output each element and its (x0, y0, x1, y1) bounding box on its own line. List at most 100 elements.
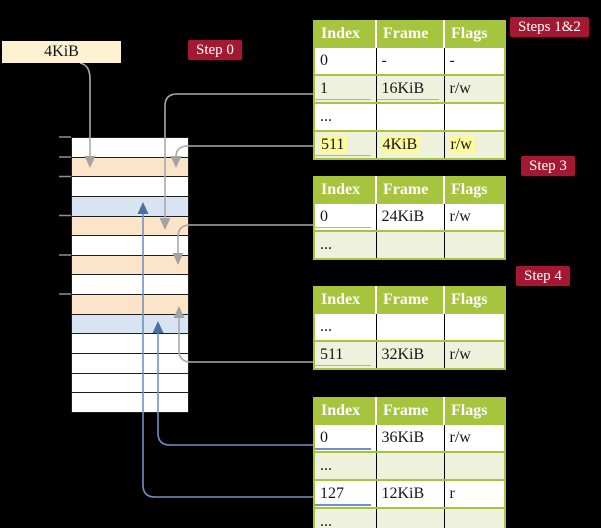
table-cell: 0 (314, 46, 377, 75)
memory-row-white (72, 275, 188, 296)
memory-row-white (72, 177, 188, 197)
table-cell: ... (314, 102, 377, 131)
step-0-badge: Step 0 (188, 40, 242, 60)
table-cell: ... (314, 451, 377, 480)
link-underline (315, 155, 371, 156)
table-cell: ... (314, 230, 377, 259)
table-cell: 24KiB (376, 202, 445, 231)
table-row: ... (314, 312, 505, 341)
arrow-table0-index511-to-memory (175, 145, 313, 158)
table-cell: 511 (314, 130, 377, 159)
memory-row-orange (72, 295, 188, 315)
memory-row-blue (72, 314, 188, 335)
table-row: 0-- (314, 46, 505, 75)
link-underline (315, 504, 371, 506)
memory-row-white (72, 393, 188, 412)
column-header: Flags (444, 21, 505, 47)
highlighted-value: 4KiB (381, 136, 421, 153)
table-cell: 32KiB (376, 340, 445, 369)
memory-row-white (72, 354, 188, 374)
table-cell: ... (314, 312, 377, 341)
table-cell: r/w (444, 202, 505, 231)
table-cell: 127 (314, 479, 377, 508)
column-header: Index (314, 287, 377, 313)
memory-row-white (72, 373, 188, 394)
table-cell: 0 (314, 202, 377, 231)
link-underline (376, 99, 439, 100)
table-cell: ... (314, 507, 377, 528)
table-cell: - (376, 46, 445, 75)
table-cell: 12KiB (376, 479, 445, 508)
table-cell: 1 (314, 74, 377, 103)
memory-ticks (59, 136, 71, 295)
table-cell (376, 507, 445, 528)
table-cell (444, 230, 505, 259)
table-cell: r/w (444, 423, 505, 452)
table-cell: - (444, 46, 505, 75)
table-cell: 16KiB (376, 74, 445, 103)
arrow-table1-index0-to-memory (177, 224, 313, 253)
table-cell (376, 102, 445, 131)
memory-row-orange (72, 157, 188, 178)
steps-1-2-badge: Steps 1&2 (510, 17, 589, 37)
memory-row-orange (72, 255, 188, 276)
link-underline (315, 448, 371, 450)
memory-row-orange (72, 216, 188, 237)
column-header: Flags (444, 398, 505, 424)
table-cell (444, 451, 505, 480)
column-header: Frame (376, 287, 445, 313)
table-cell: 36KiB (376, 423, 445, 452)
column-header: Flags (444, 177, 505, 203)
table-row: ... (314, 230, 505, 259)
table-cell (376, 312, 445, 341)
arrow-table2-index511-to-memory (178, 318, 313, 363)
link-underline (315, 227, 371, 228)
column-header: Index (314, 398, 377, 424)
table-row: ... (314, 102, 505, 131)
highlighted-value: 511 (320, 136, 348, 153)
column-header: Frame (376, 177, 445, 203)
page-size-label: 4KiB (2, 41, 121, 63)
table-row: 511 4KiB r/w (314, 130, 505, 159)
table-cell (444, 507, 505, 528)
table-cell (376, 451, 445, 480)
column-header: Frame (376, 398, 445, 424)
link-underline (315, 365, 371, 366)
table-cell (376, 230, 445, 259)
table-cell: r/w (444, 340, 505, 369)
step-4-badge: Step 4 (516, 266, 570, 286)
table-cell: r/w (444, 130, 505, 159)
column-header: Flags (444, 287, 505, 313)
table-row: ... (314, 451, 505, 480)
table-row: ... (314, 507, 505, 528)
table-cell: r (444, 479, 505, 508)
table-cell: 0 (314, 423, 377, 452)
physical-memory-column (71, 137, 189, 413)
table-cell (444, 312, 505, 341)
step-3-badge: Step 3 (521, 156, 575, 176)
memory-row-white (72, 334, 188, 355)
memory-row-white (72, 138, 188, 158)
table-cell (444, 102, 505, 131)
table-cell: 511 (314, 340, 377, 369)
table-cell: 4KiB (376, 130, 445, 159)
link-underline (315, 99, 371, 100)
memory-row-blue (72, 196, 188, 217)
column-header: Index (314, 177, 377, 203)
column-header: Frame (376, 21, 445, 47)
column-header: Index (314, 21, 377, 47)
memory-row-white (72, 236, 188, 256)
